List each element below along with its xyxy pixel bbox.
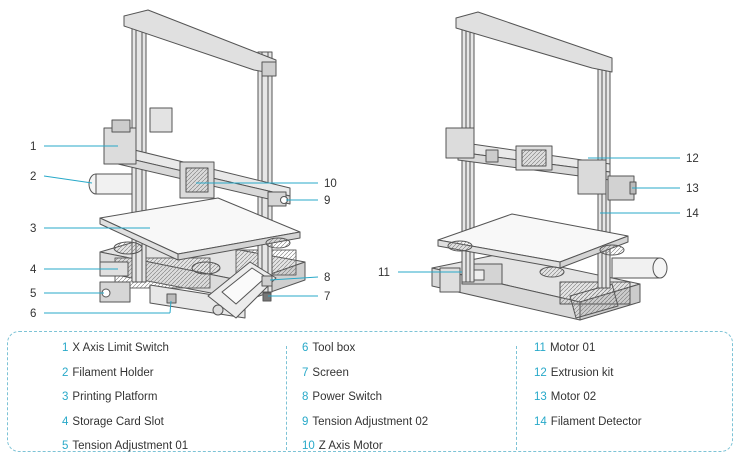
legend-label: X Axis Limit Switch [72,342,169,354]
legend-num: 7 [302,366,309,379]
callout-9: 9 [324,195,330,207]
legend-num: 10 [302,440,315,452]
legend-divider-1 [286,346,287,450]
legend-label: Z Axis Motor [318,440,383,452]
legend-num: 13 [534,391,547,403]
legend-label: Filament Detector [550,415,642,428]
legend-label: Filament Holder [72,366,154,379]
legend-num: 9 [302,415,309,428]
legend-label: Printing Platform [72,391,158,403]
legend-label: Motor 01 [549,342,596,354]
legend-label: Motor 02 [550,391,597,403]
legend-num: 6 [302,342,309,354]
legend-label: Screen [312,366,349,379]
callout-12: 12 [686,153,699,165]
legend-label: Tension Adjustment 02 [312,415,429,428]
leader-2 [43,175,93,184]
callout-13: 13 [686,183,699,195]
leader-6b [169,300,172,314]
callout-4: 4 [30,264,37,276]
printer-rear-view [431,11,668,321]
legend-num: 12 [534,366,547,379]
legend-label: Extrusion kit [550,366,614,379]
callout-10: 10 [324,178,337,190]
legend-num: 5 [62,440,69,452]
callout-3: 3 [30,223,36,235]
legend-label: Storage Card Slot [72,415,164,428]
legend-box [7,331,733,452]
legend-num: 11 [534,342,546,354]
legend-label: Tension Adjustment 01 [72,440,189,452]
callout-2: 2 [30,171,36,183]
legend-label: Power Switch [312,391,383,403]
legend-num: 3 [62,391,69,403]
callout-11: 11 [378,267,390,279]
legend-num: 2 [62,366,69,379]
callout-14: 14 [686,208,699,220]
legend-label: Tool box [312,342,356,354]
printer-diagram: 1 2 3 4 5 6 7 8 9 10 11 12 13 14 [30,9,699,321]
legend-num: 8 [302,391,309,403]
callout-8: 8 [324,272,330,284]
legend-num: 1 [62,342,69,354]
callout-6: 6 [30,308,36,320]
legend-divider-2 [516,346,517,450]
callout-1: 1 [30,141,36,153]
printer-front-view [88,9,306,319]
leader-8 [269,276,319,281]
legend-num: 14 [534,415,547,428]
callout-7: 7 [324,291,330,303]
legend-num: 4 [62,415,69,428]
callout-5: 5 [30,288,36,300]
